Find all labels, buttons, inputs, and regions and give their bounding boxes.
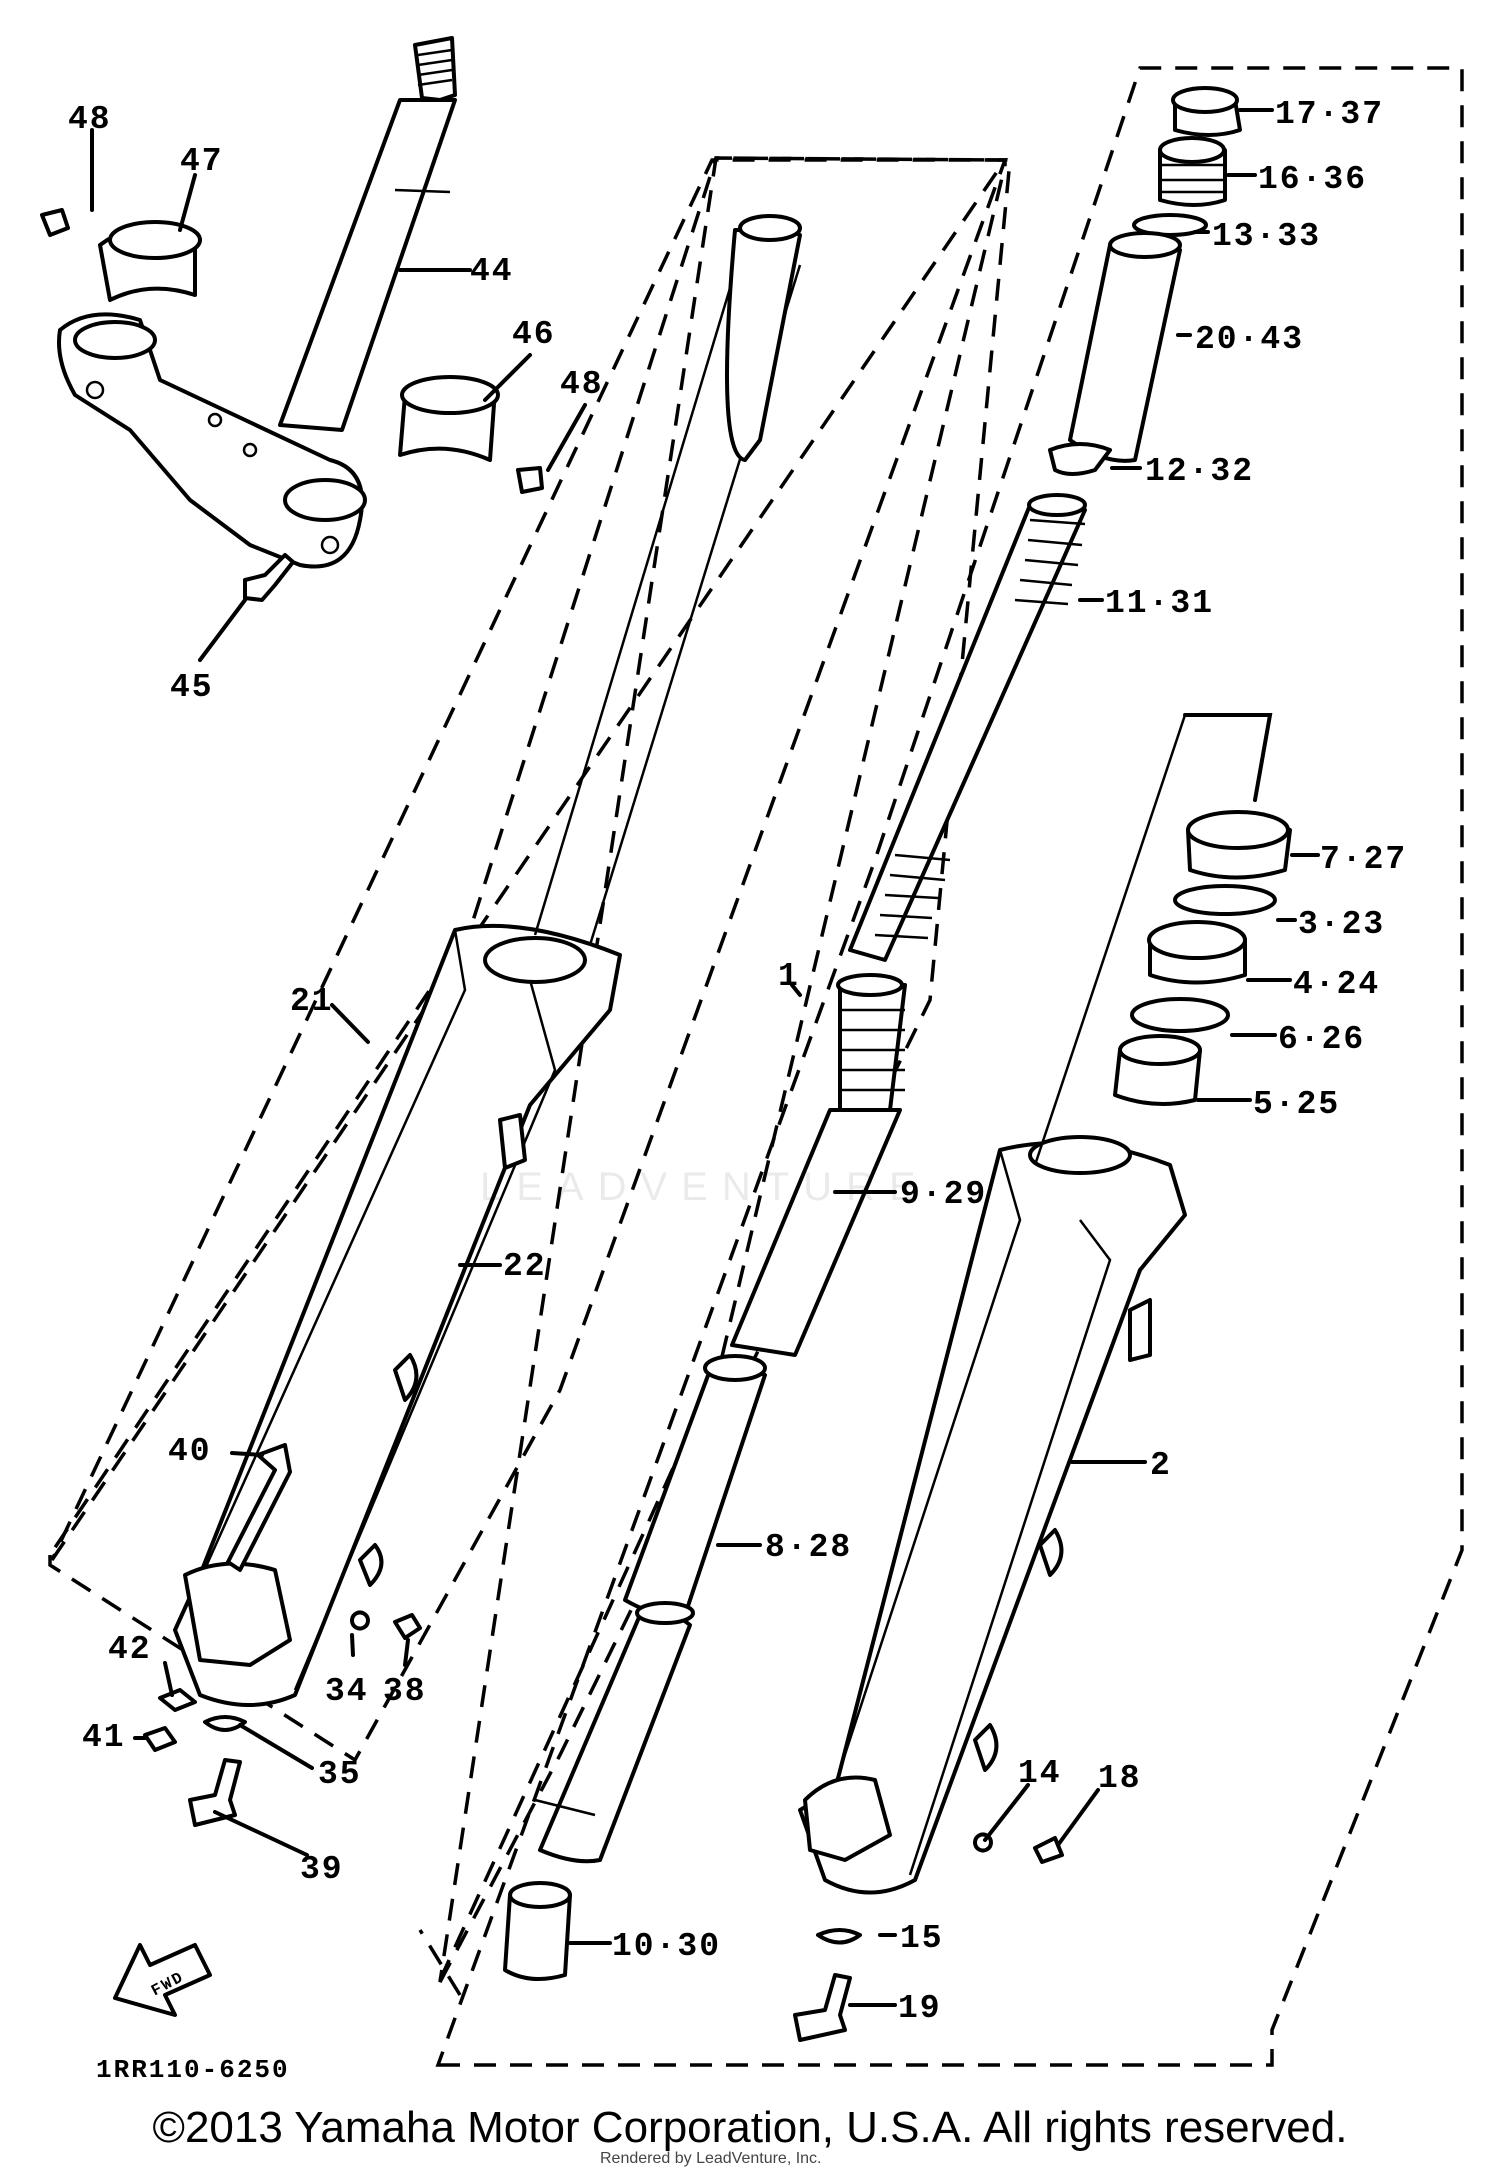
bolt-45 <box>243 553 295 602</box>
washer-42 <box>158 1688 197 1712</box>
callout-4-24: 4·24 <box>1293 966 1380 1003</box>
washer-15 <box>816 1928 862 1945</box>
bolt-39 <box>188 1758 242 1827</box>
clip-3-23 <box>1173 884 1277 916</box>
callout-15: 15 <box>900 1920 944 1957</box>
clamp-47 <box>98 220 202 302</box>
inner-tube-1 <box>725 214 802 462</box>
callout-40: 40 <box>168 1433 212 1470</box>
bolt-40 <box>226 1443 292 1572</box>
inner-line-left <box>533 254 742 936</box>
middle-dashed-frame <box>438 160 1007 1981</box>
washer-12-32 <box>1048 442 1112 476</box>
callout-14: 14 <box>1018 1755 1062 1792</box>
callout-45: 45 <box>170 669 214 706</box>
callout-44: 44 <box>470 253 514 290</box>
fwd-arrow-icon: FWD <box>113 1943 212 2017</box>
callout-20-43: 20·43 <box>1195 321 1304 358</box>
left-fork-group-dashed-outline <box>48 156 1008 1763</box>
washer-34 <box>350 1610 370 1631</box>
callout-3-23: 3·23 <box>1298 906 1385 943</box>
callout-16-36: 16·36 <box>1258 161 1367 198</box>
callout-39: 39 <box>300 1851 344 1888</box>
callout-48-left: 48 <box>68 101 112 138</box>
bolt-48-left <box>40 208 70 237</box>
spring-11-31 <box>848 493 1087 962</box>
callout-5-25: 5·25 <box>1253 1086 1340 1123</box>
callout-7-27: 7·27 <box>1320 841 1407 878</box>
callout-46: 46 <box>512 316 556 353</box>
steering-stem-44 <box>278 36 457 432</box>
spring-8-28 <box>623 1354 767 1618</box>
callout-13-33: 13·33 <box>1212 218 1321 255</box>
screw-18 <box>1033 1836 1064 1864</box>
callout-2: 2 <box>1150 1447 1172 1484</box>
washer-35 <box>203 1715 247 1732</box>
screw-38 <box>393 1613 422 1640</box>
piston-10-30 <box>534 1601 695 1864</box>
callout-41: 41 <box>82 1719 126 1756</box>
spacer-20-43 <box>1068 231 1182 463</box>
callout-42: 42 <box>108 1631 152 1668</box>
damper-rod-9-29 <box>730 973 907 1357</box>
watermark-logo: LEADVENTURE <box>480 1165 930 1209</box>
bolt-48-right <box>516 466 544 494</box>
callout-8-28: 8·28 <box>765 1529 852 1566</box>
callout-10-30: 10·30 <box>612 1928 721 1965</box>
render-note: Rendered by LeadVenture, Inc. <box>600 2150 822 2167</box>
collar-10-30 <box>503 1881 572 1981</box>
callout-35: 35 <box>318 1756 362 1793</box>
callout-21: 21 <box>290 983 334 1020</box>
nut-41 <box>143 1726 177 1752</box>
nut-16-36 <box>1158 136 1227 207</box>
callout-22: 22 <box>503 1248 547 1285</box>
cap-17-37 <box>1171 86 1242 137</box>
metal-5-25 <box>1113 1034 1202 1106</box>
callout-17-37: 17·37 <box>1275 96 1384 133</box>
callout-18: 18 <box>1098 1760 1142 1797</box>
callout-48-right: 48 <box>560 366 604 403</box>
callout-34: 34 <box>325 1673 369 1710</box>
seal-6-26 <box>1130 997 1230 1033</box>
callout-38: 38 <box>383 1673 427 1710</box>
inner-line-right <box>1033 714 1187 1166</box>
under-bracket <box>57 312 367 569</box>
bracket-line <box>1183 713 1273 802</box>
middle-dashed-frame-left <box>418 1929 462 1996</box>
callout-1: 1 <box>778 958 800 995</box>
callout-12-32: 12·32 <box>1145 453 1254 490</box>
right-group-dashed-outline <box>435 66 1464 2067</box>
oil-seal-7-27 <box>1186 810 1292 880</box>
drawing-code: 1RR110-6250 <box>96 2055 290 2085</box>
callout-11-31: 11·31 <box>1105 585 1214 622</box>
guide-4-24 <box>1147 920 1247 985</box>
callout-6-26: 6·26 <box>1278 1021 1365 1058</box>
outer-tube-left-22 <box>173 923 622 1707</box>
callout-19: 19 <box>898 1990 942 2027</box>
clamp-46 <box>398 375 500 462</box>
outer-tube-right-2 <box>798 1135 1187 1895</box>
callout-9-29: 9·29 <box>900 1176 987 1213</box>
copyright-notice: ©2013 Yamaha Motor Corporation, U.S.A. A… <box>152 2103 1348 2152</box>
bolt-19 <box>793 1973 852 2042</box>
left-assembly-dashed-outline <box>50 158 1009 1561</box>
callout-47: 47 <box>180 143 224 180</box>
